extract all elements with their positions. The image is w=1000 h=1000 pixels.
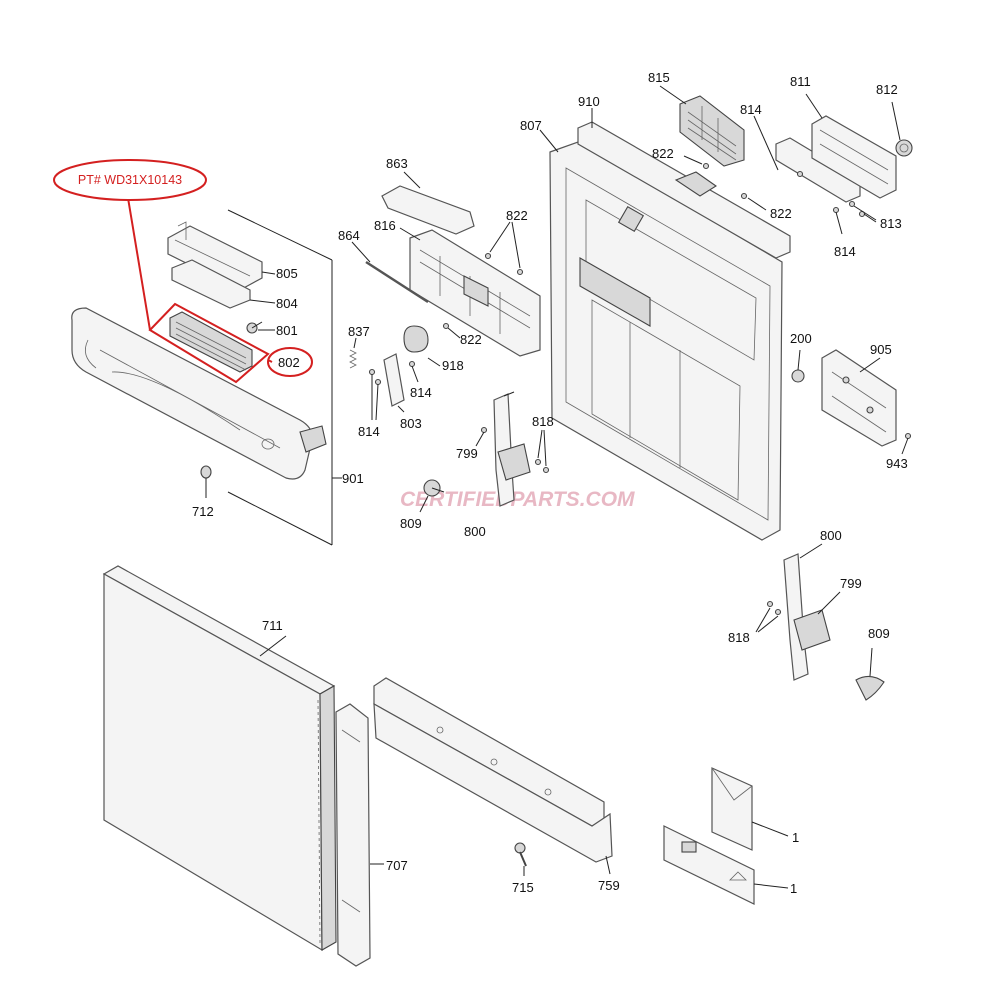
part-799-left <box>475 426 488 447</box>
label-818-left: 818 <box>532 414 554 429</box>
label-805: 805 <box>276 266 298 281</box>
part-822-screws-upper <box>484 221 524 276</box>
label-901: 901 <box>342 471 364 486</box>
label-813: 813 <box>880 216 902 231</box>
label-802: 802 <box>278 355 300 370</box>
label-800-left: 800 <box>464 524 486 539</box>
part-800-hinge-right <box>783 543 831 681</box>
label-809-left: 809 <box>400 516 422 531</box>
label-812: 812 <box>876 82 898 97</box>
part-712-nut <box>200 465 212 498</box>
label-200: 200 <box>790 331 812 346</box>
label-863: 863 <box>386 156 408 171</box>
part-910-strip <box>577 108 791 259</box>
part-1-literature-sheet <box>711 767 789 851</box>
part-715-screw <box>514 842 527 876</box>
part-818-right <box>755 600 782 633</box>
part-812-knob <box>891 101 913 157</box>
label-837: 837 <box>348 324 370 339</box>
label-707: 707 <box>386 858 408 873</box>
part-802-highlighted <box>127 197 313 384</box>
label-822-lower: 822 <box>460 332 482 347</box>
label-801: 801 <box>276 323 298 338</box>
label-815: 815 <box>648 70 670 85</box>
part-200 <box>791 349 805 383</box>
label-814-latch: 814 <box>410 385 432 400</box>
part-811-housing <box>805 93 897 199</box>
label-799-left: 799 <box>456 446 478 461</box>
part-818-left <box>534 429 550 474</box>
part-814-screws-latch <box>368 360 419 421</box>
part-837-spring <box>349 337 357 369</box>
part-864-rod <box>351 241 429 304</box>
part-813-screws <box>848 200 877 223</box>
label-715: 715 <box>512 880 534 895</box>
label-804: 804 <box>276 296 298 311</box>
label-712: 712 <box>192 504 214 519</box>
label-711: 711 <box>262 618 283 633</box>
part-labels: 815 811 812 910 807 814 822 822 813 814 … <box>192 70 908 896</box>
label-816: 816 <box>374 218 396 233</box>
watermark-text: CERTIFIEDPARTS.COM <box>400 488 635 511</box>
highlight-ring <box>267 347 313 377</box>
part-809-left-foot <box>419 479 445 513</box>
part-918-latch <box>403 325 441 367</box>
part-1-label-plate <box>663 825 789 905</box>
label-811: 811 <box>790 74 811 89</box>
label-803: 803 <box>400 416 422 431</box>
label-910: 910 <box>578 94 600 109</box>
label-814-left: 814 <box>358 424 380 439</box>
part-807-inner-door <box>539 129 783 541</box>
control-panel-group-outline <box>227 209 342 546</box>
part-822-screw-vent <box>683 155 710 170</box>
label-814-right: 814 <box>834 244 856 259</box>
label-1-sheet: 1 <box>792 830 799 845</box>
part-822-screw-lower <box>442 322 461 339</box>
part-814-bracket-vent <box>753 115 861 235</box>
part-707-side-trim <box>335 703 384 967</box>
part-901-control-panel <box>71 307 327 480</box>
label-800-right: 800 <box>820 528 842 543</box>
part-804-plate <box>171 259 276 309</box>
label-799-right: 799 <box>840 576 862 591</box>
part-905-bracket <box>821 349 897 447</box>
label-864: 864 <box>338 228 360 243</box>
label-905: 905 <box>870 342 892 357</box>
label-822-board: 822 <box>506 208 528 223</box>
label-809-right: 809 <box>868 626 890 641</box>
part-799-right <box>817 591 841 615</box>
label-822-vent: 822 <box>652 146 674 161</box>
part-943-screw <box>901 432 912 455</box>
part-711-door-panel <box>102 565 337 952</box>
label-807: 807 <box>520 118 542 133</box>
part-809-right-foot <box>855 647 885 701</box>
part-801-screw <box>246 321 275 334</box>
part-number-callout: PT# WD31X10143 <box>53 159 207 201</box>
part-number-text: PT# WD31X10143 <box>78 173 182 187</box>
part-822-screw-right <box>740 192 767 211</box>
label-943: 943 <box>886 456 908 471</box>
part-815-vent <box>659 85 745 167</box>
label-918: 918 <box>442 358 464 373</box>
part-803-hook <box>383 353 405 413</box>
part-800-hinge-left <box>493 391 531 507</box>
part-759-kick-plate <box>373 677 613 875</box>
part-863 <box>381 171 475 235</box>
part-805-bracket <box>167 221 276 291</box>
label-759: 759 <box>598 878 620 893</box>
label-814-top: 814 <box>740 102 762 117</box>
label-822-right: 822 <box>770 206 792 221</box>
label-1-plate: 1 <box>790 881 797 896</box>
label-818-right: 818 <box>728 630 750 645</box>
